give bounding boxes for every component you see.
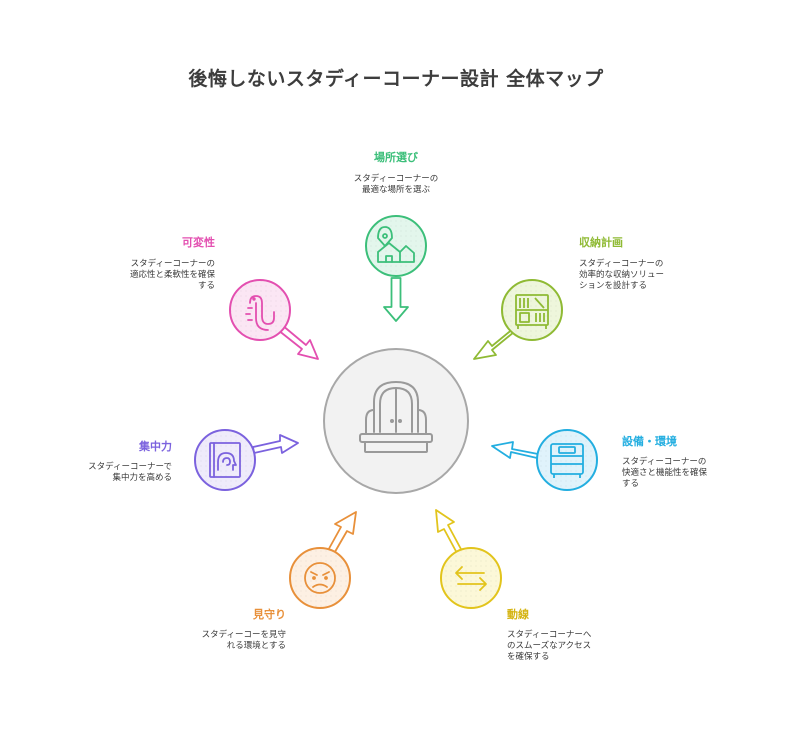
desc-storage: スタディーコーナーの効率的な収納ソリューションを設計する — [579, 259, 665, 291]
label-focus: 集中力 — [139, 440, 172, 453]
arrow-equipment — [491, 441, 539, 459]
bookshelf-icon — [515, 294, 549, 329]
bed-icon — [550, 443, 584, 478]
node-location — [365, 215, 427, 322]
label-flex: 可変性 — [182, 236, 215, 249]
desc-focus: スタディーコーナーで集中力を高める — [88, 462, 172, 483]
label-equipment: 設備・環境 — [622, 435, 677, 448]
label-flow: 動線 — [507, 608, 529, 621]
label-storage: 収納計画 — [579, 236, 623, 249]
desc-location: スタディーコーナーの最適な場所を選ぶ — [353, 174, 439, 195]
desc-watch: スタディーコーを見守れる環境とする — [201, 630, 286, 651]
arrow-storage — [473, 327, 515, 360]
face-icon — [304, 562, 336, 594]
node-watch — [289, 511, 357, 609]
arrow-flow — [435, 509, 463, 556]
node-equipment — [491, 429, 598, 491]
desc-flow: スタディーコーナーへのスムーズなアクセスを確保する — [507, 630, 592, 662]
swap-arrows-icon — [455, 566, 487, 591]
label-location: 場所選び — [374, 151, 418, 164]
worm-icon — [245, 295, 275, 331]
node-focus — [194, 429, 299, 491]
center-node — [323, 348, 469, 494]
node-flex — [229, 279, 319, 360]
node-flow — [435, 509, 502, 609]
desc-flex: スタディーコーナーの適応性と柔軟性を確保する — [129, 259, 215, 291]
book-head-icon — [209, 442, 241, 478]
arrow-focus — [252, 434, 299, 454]
label-watch: 見守り — [253, 608, 286, 621]
node-storage — [473, 279, 563, 360]
window-desk-icon — [359, 381, 433, 453]
house-pin-icon — [377, 226, 415, 263]
arrow-location — [383, 277, 409, 322]
desc-equipment: スタディーコーナーの快適さと機能性を確保する — [622, 457, 708, 489]
page-title: 後悔しないスタディーコーナー設計 全体マップ — [188, 68, 604, 90]
arrow-flex — [277, 324, 319, 360]
